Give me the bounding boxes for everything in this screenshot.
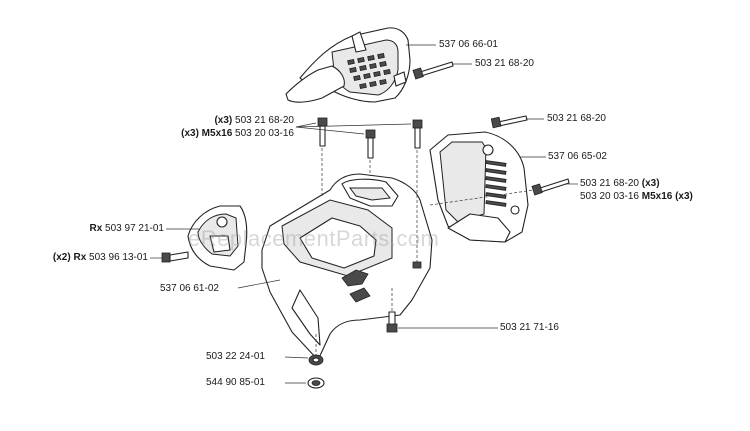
part-label-top-screw[interactable]: 503 21 68-20 <box>475 58 534 70</box>
part-label-upper-bolts[interactable]: (x3) M5x16 503 20 03-16 <box>140 128 294 140</box>
screw-icon[interactable] <box>386 311 398 333</box>
nut-icon <box>412 261 422 269</box>
part-label-right-cover[interactable]: 537 06 65-02 <box>548 151 607 163</box>
washer-icon[interactable] <box>308 354 324 366</box>
screw-icon[interactable] <box>412 61 454 80</box>
screw-icon[interactable] <box>490 115 528 129</box>
part-label-left-screws[interactable]: (x2) Rx 503 96 13-01 <box>18 252 148 264</box>
screw-icon[interactable] <box>365 129 376 159</box>
quantity-text: (x2) Rx <box>52 252 87 263</box>
part-number: 503 97 21-01 <box>105 223 164 234</box>
part-label-upper-screws[interactable]: (x3) 503 21 68-20 <box>150 115 294 127</box>
quantity-text: M5x16 (x3) <box>641 191 693 202</box>
part-number: 503 21 68-20 <box>235 115 294 126</box>
main-housing-part[interactable] <box>261 173 433 361</box>
screw-icon[interactable] <box>317 117 328 147</box>
part-number: 537 06 61-02 <box>160 283 219 294</box>
leader-lines <box>150 44 578 384</box>
part-number: 503 20 03-16 <box>580 191 639 202</box>
part-number: 503 21 68-20 <box>475 58 534 69</box>
right-cover-part[interactable] <box>429 131 529 243</box>
air-intake-part[interactable] <box>187 205 248 271</box>
part-label-top-cover[interactable]: 537 06 66-01 <box>439 39 498 51</box>
part-number: 503 21 68-20 <box>580 178 639 189</box>
part-number: 537 06 65-02 <box>548 151 607 162</box>
part-number: 537 06 66-01 <box>439 39 498 50</box>
quantity-text: Rx <box>89 223 103 234</box>
watermark-text: eReplacementParts.com <box>188 226 440 251</box>
quantity-text: (x3) <box>214 115 233 126</box>
part-label-main-housing[interactable]: 537 06 61-02 <box>160 283 219 295</box>
part-label-side-screws[interactable]: 503 21 68-20 (x3) <box>580 178 660 190</box>
screw-icon[interactable] <box>412 119 423 149</box>
washer-icon[interactable] <box>307 377 325 389</box>
part-number: 503 22 24-01 <box>206 351 265 362</box>
part-number: 503 96 13-01 <box>89 252 148 263</box>
part-label-cover-screw[interactable]: 503 21 68-20 <box>547 113 606 125</box>
part-number: 503 21 68-20 <box>547 113 606 124</box>
top-cover-vents <box>347 52 391 90</box>
part-label-air-intake[interactable]: Rx 503 97 21-01 <box>40 223 164 235</box>
top-cover-part[interactable] <box>285 27 411 103</box>
part-label-bottom-screw[interactable]: 503 21 71-16 <box>500 322 559 334</box>
part-number: 503 20 03-16 <box>235 128 294 139</box>
part-label-side-bolts[interactable]: 503 20 03-16 M5x16 (x3) <box>580 191 693 203</box>
part-label-washer[interactable]: 503 22 24-01 <box>206 351 265 363</box>
part-label-spacer[interactable]: 544 90 85-01 <box>206 377 265 389</box>
right-cover-vents <box>485 160 507 207</box>
screw-icon[interactable] <box>531 178 570 196</box>
screw-icon[interactable] <box>161 251 189 263</box>
quantity-text: (x3) <box>641 178 660 189</box>
assembly-guide-line <box>429 189 535 206</box>
quantity-text: (x3) M5x16 <box>181 128 233 139</box>
part-number: 544 90 85-01 <box>206 377 265 388</box>
part-number: 503 21 71-16 <box>500 322 559 333</box>
